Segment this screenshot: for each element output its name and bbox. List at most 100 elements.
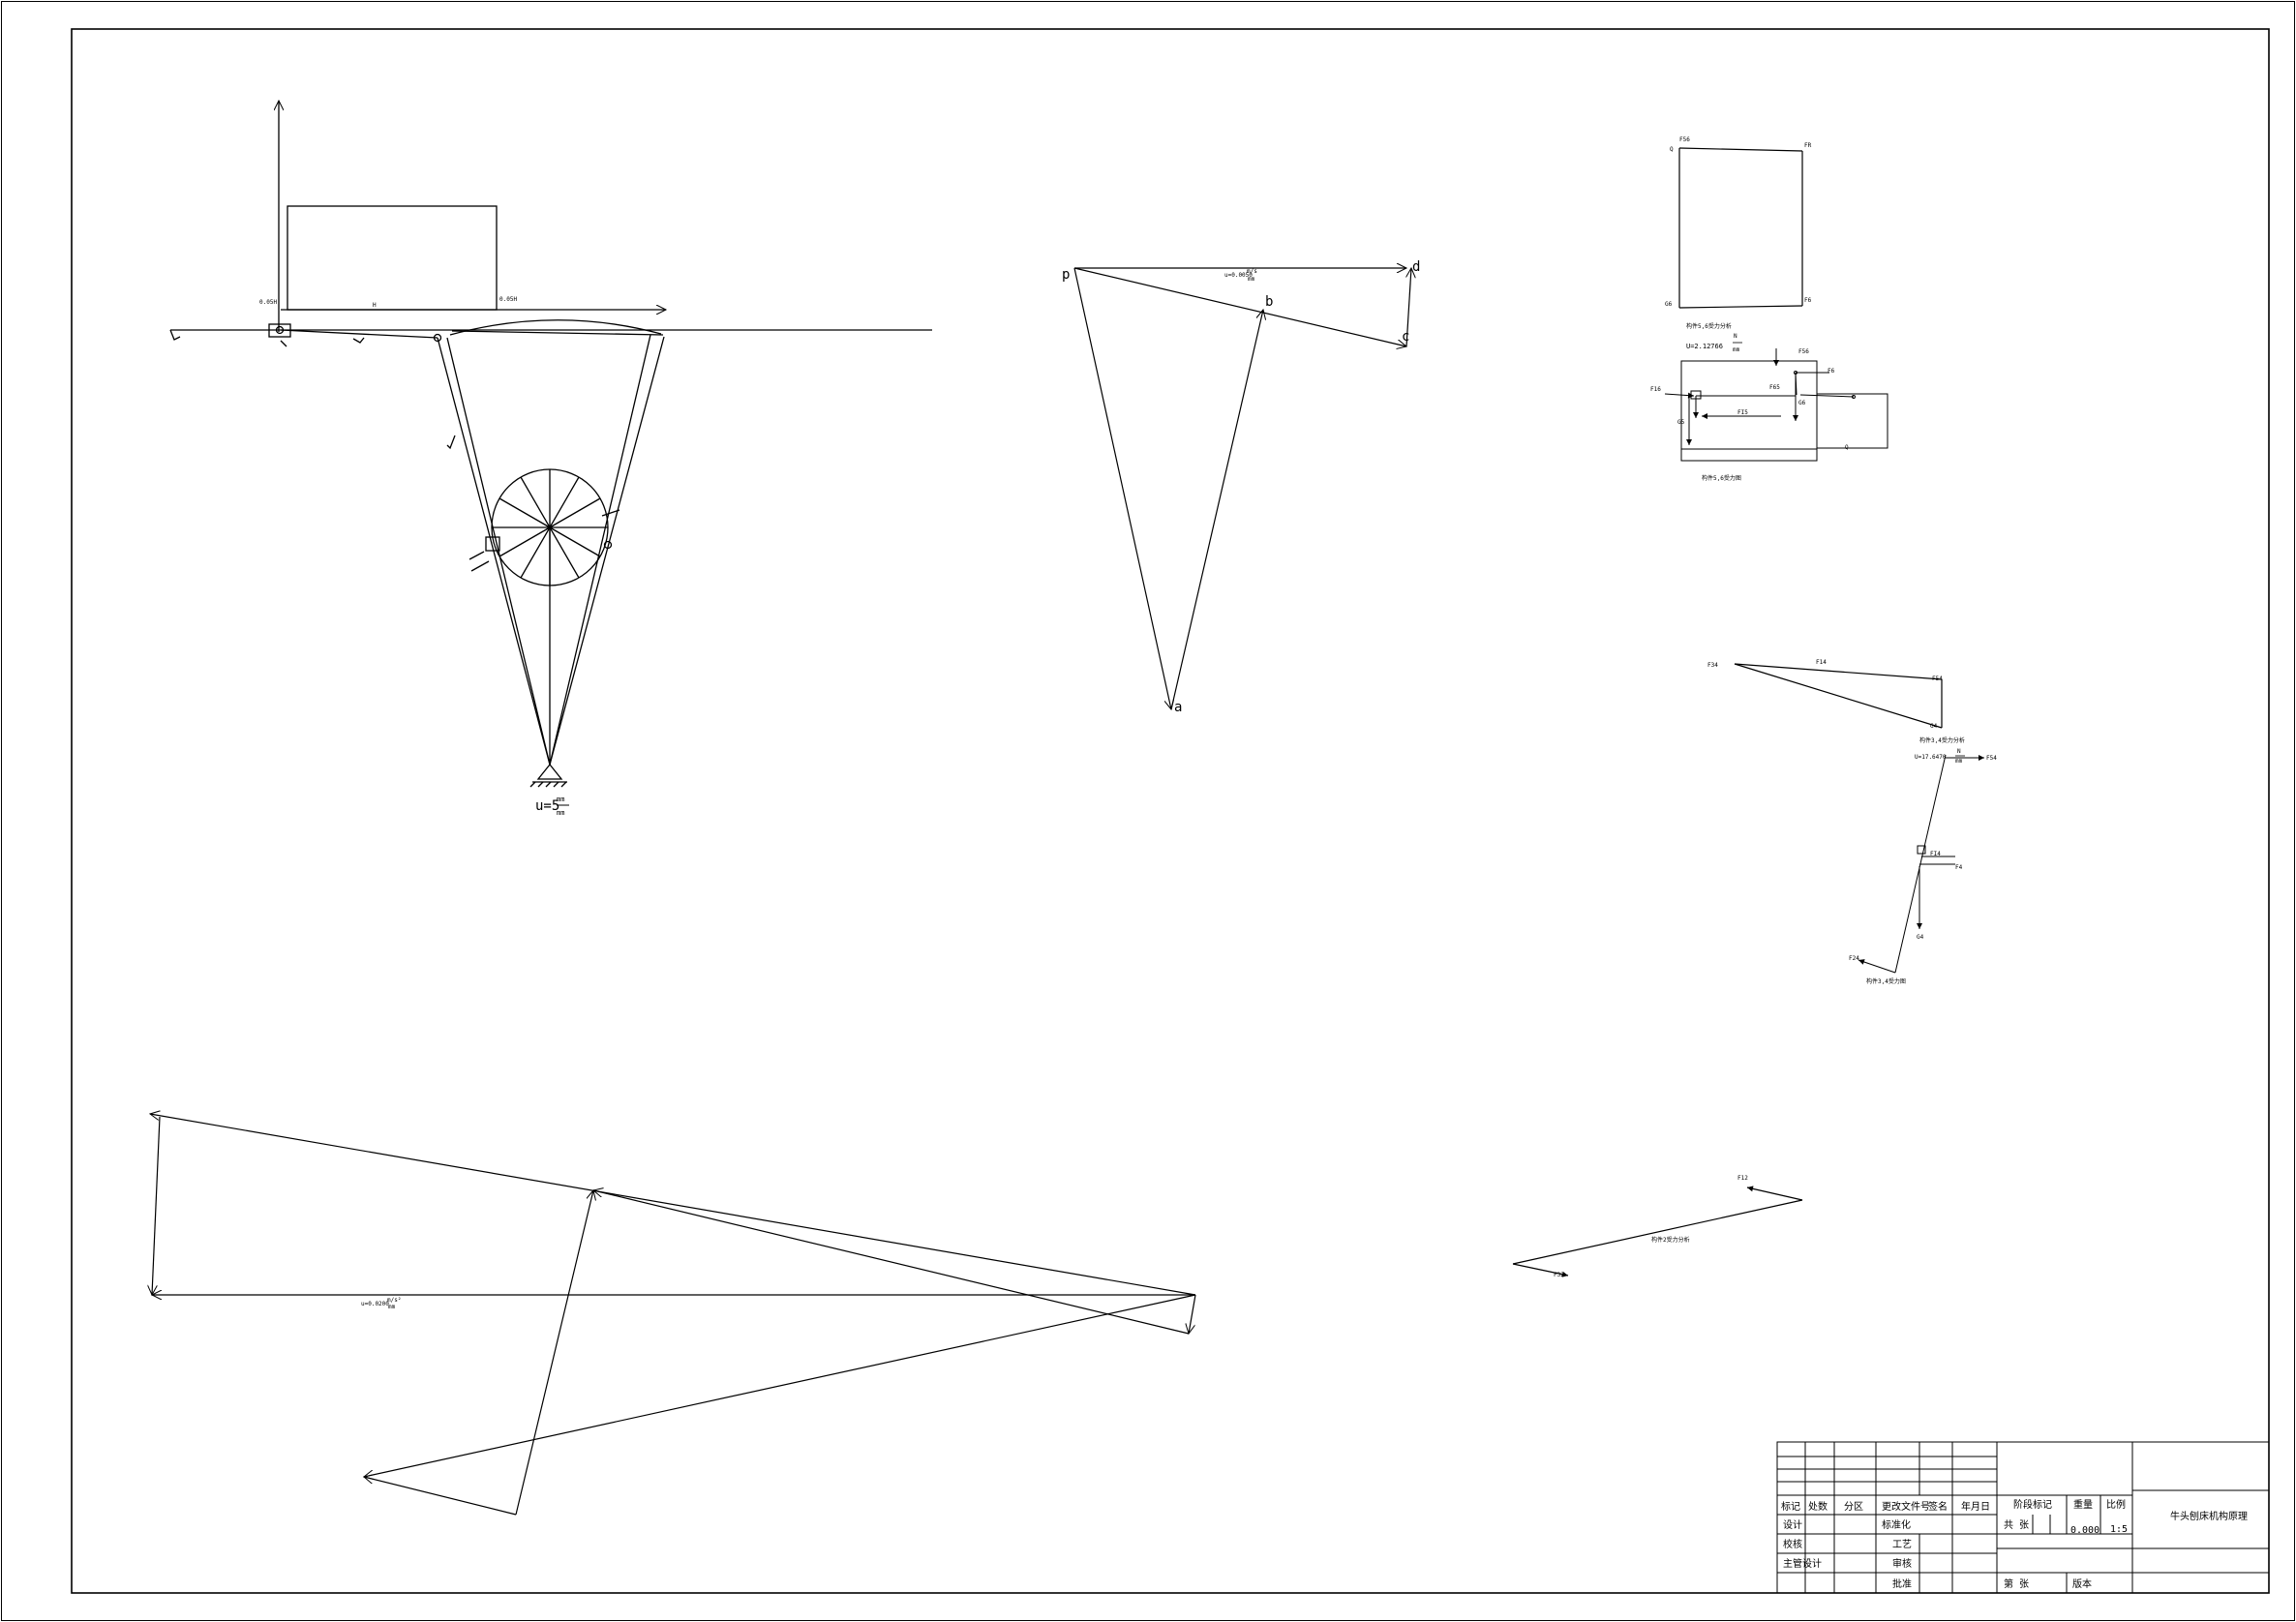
vel-label-b: b (1265, 294, 1273, 310)
joint (433, 333, 442, 343)
tb-h-ratio: 比例 (2106, 1498, 2126, 1511)
acc-scale: u=0.0200 (361, 1301, 389, 1307)
force-line (1734, 663, 1943, 680)
fb-label-q: Q (1845, 444, 1849, 451)
inner-frame (71, 28, 2270, 1594)
vel-pa (1073, 267, 1171, 709)
f34-label-f54: F54 (1932, 676, 1943, 682)
vel-cd (1406, 268, 1411, 347)
acc-scale-den: mm (388, 1304, 396, 1310)
vel-label-a: a (1174, 700, 1182, 715)
tb-sheet-info: 第 张 (2004, 1577, 2029, 1590)
tb-h-sign: 签名 (1928, 1500, 1948, 1513)
f34-caption2: 构件3,4受力图 (1866, 977, 1906, 985)
f34-fb-fi4: FI4 (1930, 851, 1941, 857)
f56-scale-den: mm (1733, 346, 1740, 353)
f56-fr: FR (1804, 142, 1812, 149)
joint (603, 540, 613, 550)
tb-r-design: 设计 (1783, 1518, 1802, 1531)
f34-fb-f4: F4 (1955, 864, 1963, 871)
tb-r-std: 标准化 (1882, 1518, 1911, 1531)
tb-h-zone: 分区 (1844, 1501, 1863, 1513)
vel-scale-unit: m/s (1247, 268, 1257, 275)
f2-caption: 构件2受力分析 (1651, 1236, 1690, 1244)
tb-r-chief: 主管设计 (1783, 1557, 1822, 1570)
fb-force (1799, 394, 1855, 398)
vel-scale: u=0.0050 (1224, 272, 1253, 279)
force-line (1734, 663, 1943, 729)
fb-label-f16: F16 (1650, 386, 1661, 393)
f34-scale: U=17.6470 (1915, 754, 1947, 761)
vel-pc (1073, 267, 1406, 346)
tb-h-doc: 更改文件号 (1882, 1500, 1930, 1513)
f34-scale-den: mm (1955, 758, 1963, 765)
fb-label-g6: G6 (1798, 400, 1806, 406)
tb-h-date: 年月日 (1961, 1500, 1990, 1513)
ground-hatch (553, 781, 559, 788)
ground-hatch (537, 781, 544, 788)
tb-h-count: 处数 (1808, 1500, 1828, 1513)
f34-fb-f54: F54 (1986, 755, 1997, 762)
title-block (1776, 1441, 2270, 1594)
tb-r-craft: 工艺 (1892, 1539, 1912, 1550)
tb-h-weight: 重量 (2073, 1498, 2093, 1511)
acc-line (364, 1294, 1196, 1477)
f34-caption1: 构件3,4受力分析 (1919, 736, 1965, 744)
rotation-mark (470, 560, 490, 572)
vel-ab (1170, 310, 1263, 710)
force-line (1512, 1199, 1803, 1265)
crank-slider (485, 536, 500, 552)
label-right: 0.05H (499, 296, 517, 303)
acc-line (515, 1190, 593, 1516)
force-polygon-2 (1512, 1186, 1803, 1277)
ground-hatch (529, 781, 536, 788)
tb-h-mark: 标记 (1781, 1501, 1800, 1513)
force-line (1678, 305, 1803, 309)
fb-label-fi5: FI5 (1737, 409, 1748, 416)
velocity-polygon (1073, 267, 1411, 710)
f56-f56: F56 (1679, 136, 1690, 143)
mech-scale-den: mm (557, 809, 564, 817)
ground-hatch (560, 781, 567, 788)
acceleration-polygon (150, 1114, 1196, 1516)
slider-rail (451, 330, 664, 336)
acc-line (1189, 1294, 1196, 1334)
label-left: 0.05H (259, 299, 277, 306)
fb-pin (1917, 845, 1926, 855)
f56-caption2: 构件5,6受力图 (1702, 474, 1741, 482)
f34-scale-num: N (1957, 748, 1961, 755)
f56-scale: U=2.12766 (1686, 343, 1723, 350)
fb-label-f56: F56 (1798, 348, 1809, 355)
free-body-34 (1858, 754, 1984, 974)
f56-f6: F6 (1804, 297, 1812, 304)
f34-label-f34: F34 (1707, 662, 1718, 669)
tb-version: 版本 (2072, 1577, 2092, 1590)
tb-r-approve: 批准 (1892, 1577, 1912, 1590)
fb-force (1858, 959, 1896, 974)
rotation-mark (446, 435, 456, 450)
fb-label-g5: G5 (1677, 419, 1685, 426)
vel-scale-den: mm (1248, 276, 1255, 283)
tb-r-check: 校核 (1783, 1538, 1802, 1550)
vel-label-d: d (1412, 259, 1420, 275)
fb-body (1680, 360, 1818, 462)
drawing-title: 牛头刨床机构原理 (2170, 1510, 2248, 1522)
rotation-mark (352, 337, 365, 344)
acc-line (150, 1114, 1196, 1296)
fb-force (1664, 392, 1695, 399)
force-line (1512, 1263, 1569, 1277)
connecting-rod (280, 329, 438, 339)
stroke-outline (287, 205, 498, 311)
f56-scale-num: N (1734, 333, 1737, 340)
vel-label-p: p (1062, 267, 1070, 283)
fb-joint (1852, 395, 1856, 399)
slider-path-arc (449, 319, 662, 336)
force-line (1678, 147, 1803, 152)
f34-fb-g4: G4 (1917, 934, 1924, 941)
tb-outer (1776, 1441, 2270, 1594)
ram-joint (275, 325, 285, 335)
force-polygon-56 (1678, 147, 1803, 309)
fb-label-f65: F65 (1769, 384, 1780, 391)
